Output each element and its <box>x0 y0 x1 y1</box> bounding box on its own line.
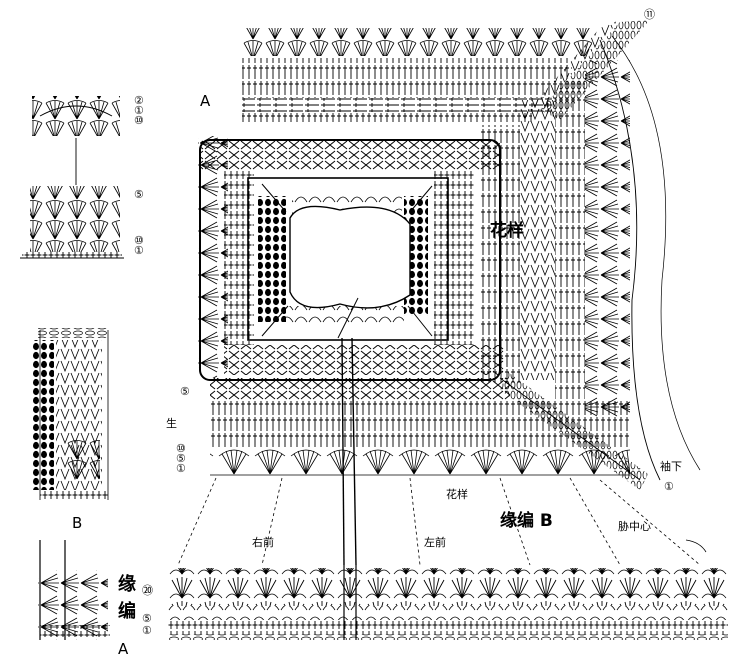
left-edging-a <box>38 540 110 640</box>
neck-frame <box>247 177 449 341</box>
pattern-col-1 <box>480 125 520 385</box>
pattern-col-3 <box>555 80 585 400</box>
label-yuanbian-2: 编 <box>118 600 136 622</box>
top-post-row <box>242 112 532 122</box>
body-scallop-row <box>210 448 630 476</box>
label-huayang: 花样 <box>490 220 524 241</box>
bottom-edging <box>168 565 728 640</box>
label-a-bottom: A <box>118 640 129 658</box>
row-num-mid-1: ① <box>134 244 144 257</box>
side-center-arrow <box>685 539 707 553</box>
row-num-bottom-5: ⑤ <box>142 612 152 625</box>
row-num-bottom-1: ① <box>142 624 152 637</box>
row-num-bottom-20: ⑳ <box>142 584 153 597</box>
side-diagonal-band <box>500 372 648 490</box>
main-yoke-chart <box>198 20 701 566</box>
row-num-left-1: ① <box>176 462 186 475</box>
sleeve-curve <box>599 39 661 481</box>
top-stitch-rows <box>242 58 572 98</box>
top-fan-row <box>242 28 592 56</box>
front-edge-line-left <box>341 337 345 566</box>
body-x-row <box>210 378 510 400</box>
inset-edging-b <box>32 328 109 500</box>
row-num-right-bottom: ① <box>664 480 674 493</box>
label-sleeve-under: 袖下 <box>660 459 682 473</box>
neck-pointer <box>337 297 359 339</box>
neck-arc-bottom <box>286 306 404 324</box>
label-huayang-small: 花样 <box>446 487 468 501</box>
label-right-front: 右前 <box>252 535 274 549</box>
row-num-inset-1: ① <box>134 104 144 117</box>
label-yuanbian-b: 缘编 B <box>500 510 553 531</box>
raglan-diagonal <box>520 20 620 120</box>
row-num-right-top: ⑪ <box>644 8 655 21</box>
row-num-mid-5: ⑤ <box>134 188 144 201</box>
label-a-top: A <box>200 92 211 110</box>
guide-lines <box>177 477 701 566</box>
label-left-front: 左前 <box>424 535 446 549</box>
pattern-col-2 <box>520 100 555 380</box>
collar-x-band-bottom <box>224 345 504 375</box>
collar-right-posts <box>434 170 474 345</box>
row-num-mid-10: ⑩ <box>134 234 144 247</box>
front-edge-line-right <box>351 337 357 566</box>
row-num-inset-10: ⑩ <box>134 114 144 127</box>
row-num-left-5: ⑤ <box>180 385 190 398</box>
row-num-left-10: ⑩ <box>176 442 186 455</box>
inset-stitch-detail <box>20 96 124 259</box>
row-num-inset-2: ② <box>134 94 144 107</box>
pattern-col-4 <box>585 60 630 420</box>
neck-corner-arrows <box>261 183 433 337</box>
collar-x-band-top <box>200 140 500 170</box>
sleeve-curve-outer <box>611 35 701 471</box>
label-b-side: B <box>72 514 82 532</box>
neck-dots-left <box>258 196 286 322</box>
row-num-left-5b: ⑤ <box>176 452 186 465</box>
left-edge-fans <box>198 136 228 378</box>
collar-left-posts <box>224 170 254 345</box>
label-sheng: 生 <box>166 416 177 430</box>
label-yuanbian-1: 缘 <box>118 574 136 595</box>
neck-opening <box>289 205 411 309</box>
label-side-center: 胁中心 <box>618 519 651 533</box>
top-bar-row <box>242 98 552 112</box>
